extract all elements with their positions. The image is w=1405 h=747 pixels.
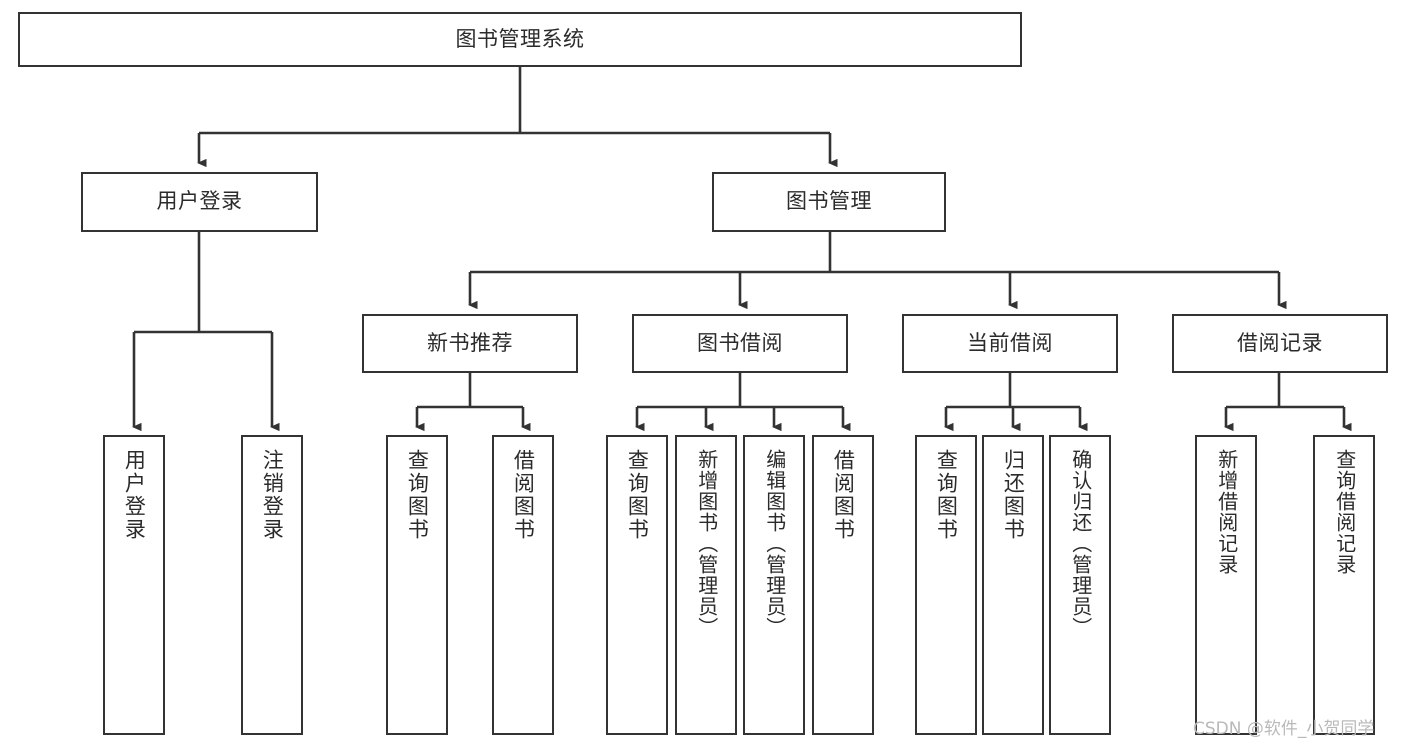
node-root[interactable]: 图书管理系统 bbox=[18, 12, 1022, 67]
node-leaf-add-book-label: 新增图书（管理员） bbox=[694, 449, 719, 638]
node-leaf-return-book[interactable]: 归还图书 bbox=[982, 435, 1044, 735]
node-leaf-add-record[interactable]: 新增借阅记录 bbox=[1195, 435, 1257, 735]
node-new-book-recommend-label: 新书推荐 bbox=[427, 330, 513, 355]
node-leaf-query-record[interactable]: 查询借阅记录 bbox=[1313, 435, 1375, 735]
node-new-book-recommend[interactable]: 新书推荐 bbox=[362, 314, 578, 373]
node-borrow-record-label: 借阅记录 bbox=[1237, 330, 1323, 355]
node-leaf-borrow-book-1[interactable]: 借阅图书 bbox=[492, 435, 554, 735]
node-leaf-confirm-return[interactable]: 确认归还（管理员） bbox=[1049, 435, 1111, 735]
node-user-login[interactable]: 用户登录 bbox=[81, 172, 318, 232]
node-current-borrow-label: 当前借阅 bbox=[967, 330, 1053, 355]
node-leaf-add-book[interactable]: 新增图书（管理员） bbox=[675, 435, 737, 735]
node-leaf-query-book-2-label: 查询图书 bbox=[625, 449, 650, 541]
node-borrow-record[interactable]: 借阅记录 bbox=[1172, 314, 1388, 373]
node-book-manage[interactable]: 图书管理 bbox=[712, 172, 946, 232]
node-root-label: 图书管理系统 bbox=[455, 26, 585, 51]
node-leaf-edit-book-label: 编辑图书（管理员） bbox=[762, 449, 787, 638]
node-book-manage-label: 图书管理 bbox=[786, 189, 872, 214]
node-leaf-user-login-label: 用户登录 bbox=[122, 449, 147, 541]
node-leaf-logout-login-label: 注销登录 bbox=[260, 449, 285, 541]
node-book-borrow-label: 图书借阅 bbox=[697, 330, 783, 355]
node-leaf-borrow-book-2[interactable]: 借阅图书 bbox=[812, 435, 874, 735]
node-book-borrow[interactable]: 图书借阅 bbox=[632, 314, 848, 373]
node-leaf-user-login[interactable]: 用户登录 bbox=[103, 435, 165, 735]
node-leaf-borrow-book-1-label: 借阅图书 bbox=[511, 449, 536, 541]
node-leaf-edit-book[interactable]: 编辑图书（管理员） bbox=[743, 435, 805, 735]
node-leaf-borrow-book-2-label: 借阅图书 bbox=[831, 449, 856, 541]
node-leaf-confirm-return-label: 确认归还（管理员） bbox=[1068, 449, 1093, 638]
node-leaf-return-book-label: 归还图书 bbox=[1001, 449, 1026, 541]
watermark-text: CSDN @软件_小贺同学 bbox=[1193, 719, 1375, 739]
node-leaf-query-book-3-label: 查询图书 bbox=[934, 449, 959, 541]
node-user-login-label: 用户登录 bbox=[156, 189, 243, 214]
node-leaf-logout-login[interactable]: 注销登录 bbox=[241, 435, 303, 735]
node-leaf-query-book-3[interactable]: 查询图书 bbox=[915, 435, 977, 735]
node-leaf-query-record-label: 查询借阅记录 bbox=[1332, 449, 1357, 575]
node-leaf-query-book-1-label: 查询图书 bbox=[405, 449, 430, 541]
node-leaf-add-record-label: 新增借阅记录 bbox=[1214, 449, 1239, 575]
node-leaf-query-book-1[interactable]: 查询图书 bbox=[386, 435, 448, 735]
node-leaf-query-book-2[interactable]: 查询图书 bbox=[606, 435, 668, 735]
node-current-borrow[interactable]: 当前借阅 bbox=[902, 314, 1118, 373]
